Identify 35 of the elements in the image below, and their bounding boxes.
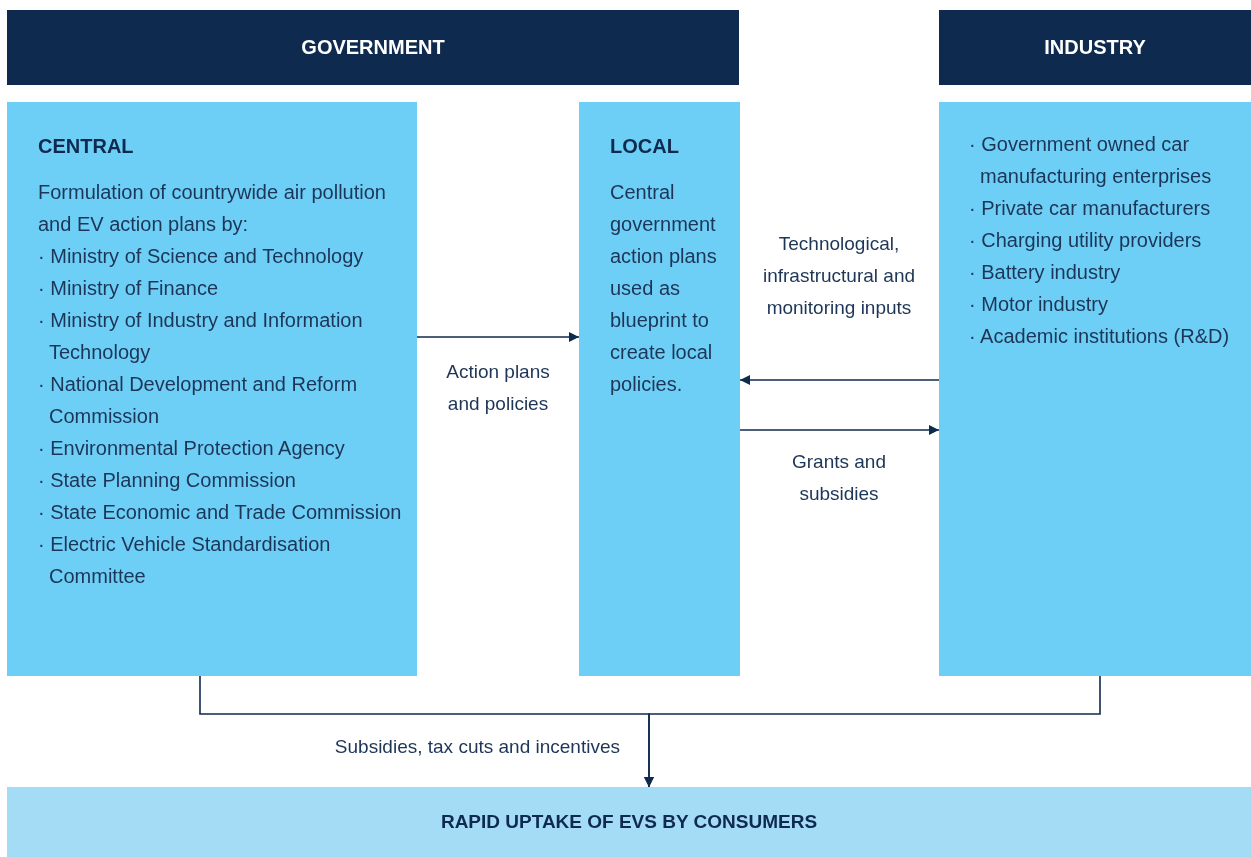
edge-label: Technological, infrastructural and monitoring inputs [761, 232, 917, 320]
header-band [7, 10, 739, 85]
list-item: · Electric Vehicle Standardisation Committee [38, 532, 332, 589]
header-text: INDUSTRY [1044, 36, 1146, 59]
list-item: · State Economic and Trade Commission [38, 500, 403, 525]
arrow [644, 675, 1101, 788]
panel [939, 102, 1251, 676]
list-item: · Environmental Protection Agency [38, 436, 346, 461]
list-item: · Private car manufacturers [969, 196, 1212, 221]
arrow [739, 425, 940, 435]
result-band [7, 787, 1251, 857]
list-item: · Ministry of Finance [38, 276, 220, 301]
edge-label: Grants and subsidies [791, 450, 887, 506]
panel-text: Central government action plans used as blueprint to create local policies. [610, 180, 718, 397]
panel [579, 102, 740, 676]
list-item: · Charging utility providers [969, 228, 1203, 253]
edge-label: Subsidies, tax cuts and incentives [333, 735, 620, 759]
panel [7, 102, 417, 676]
panel-heading: CENTRAL [38, 134, 135, 159]
list-item: · Academic institutions (R&D) [969, 324, 1231, 349]
list-item: · Government owned car manufacturing enterprises [969, 132, 1213, 189]
arrow [416, 332, 580, 342]
result-text: RAPID UPTAKE OF EVS BY CONSUMERS [440, 811, 818, 833]
panel-text: Formulation of countrywide air pollution and EV action plans by: [38, 180, 387, 237]
panel-heading: LOCAL [610, 134, 680, 159]
list-item: · State Planning Commission [38, 468, 297, 493]
list-item: · National Development and Reform Commission [38, 372, 359, 429]
list-item: · Motor industry [969, 292, 1109, 317]
edge-label: Action plans and policies [445, 360, 551, 416]
header-band [939, 10, 1251, 85]
header-text: GOVERNMENT [301, 36, 445, 59]
list-item: · Ministry of Science and Technology [38, 244, 365, 269]
arrow [739, 375, 940, 385]
list-item: · Battery industry [969, 260, 1122, 285]
list-item: · Ministry of Industry and Information Technology [38, 308, 364, 365]
